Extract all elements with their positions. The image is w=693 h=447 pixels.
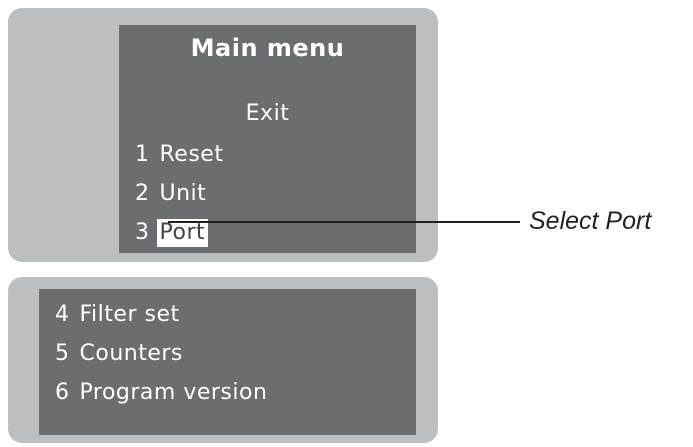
page-title: Main menu — [190, 34, 345, 62]
menu-item-exit[interactable]: Exit — [245, 101, 290, 126]
menu-item-reset[interactable]: 1 Reset — [119, 141, 416, 180]
lcd-screen-bottom: 4 Filter set 5 Counters 6 Program versio… — [39, 289, 416, 435]
menu-list-top: 1 Reset 2 Unit 3 Port — [119, 141, 416, 253]
menu-item-label-highlighted: Port — [156, 219, 209, 247]
menu-item-label: Program version — [79, 380, 268, 405]
device-panel-bottom: 4 Filter set 5 Counters 6 Program versio… — [8, 277, 438, 443]
menu-item-port[interactable]: 3 Port — [119, 219, 416, 253]
menu-item-index: 6 — [55, 380, 70, 405]
menu-item-index: 3 — [135, 220, 150, 245]
menu-list-bottom: 4 Filter set 5 Counters 6 Program versio… — [39, 301, 416, 418]
menu-item-unit[interactable]: 2 Unit — [119, 180, 416, 219]
menu-item-index: 1 — [135, 142, 150, 167]
menu-item-label: Filter set — [79, 302, 180, 327]
menu-item-index: 2 — [135, 181, 150, 206]
menu-item-label: Counters — [79, 341, 183, 366]
menu-item-filter-set[interactable]: 4 Filter set — [39, 301, 416, 340]
menu-item-index: 4 — [55, 302, 70, 327]
menu-item-program-version[interactable]: 6 Program version — [39, 379, 416, 418]
menu-item-index: 5 — [55, 341, 70, 366]
device-panel-top: Main menu Exit 1 Reset 2 Unit 3 Port — [8, 8, 438, 262]
menu-item-label: Unit — [159, 181, 207, 206]
menu-item-counters[interactable]: 5 Counters — [39, 340, 416, 379]
lcd-screen-top: Main menu Exit 1 Reset 2 Unit 3 Port — [119, 25, 416, 253]
callout-leader-line — [168, 221, 520, 223]
callout-caption: Select Port — [529, 207, 652, 235]
menu-item-label: Reset — [159, 142, 224, 167]
